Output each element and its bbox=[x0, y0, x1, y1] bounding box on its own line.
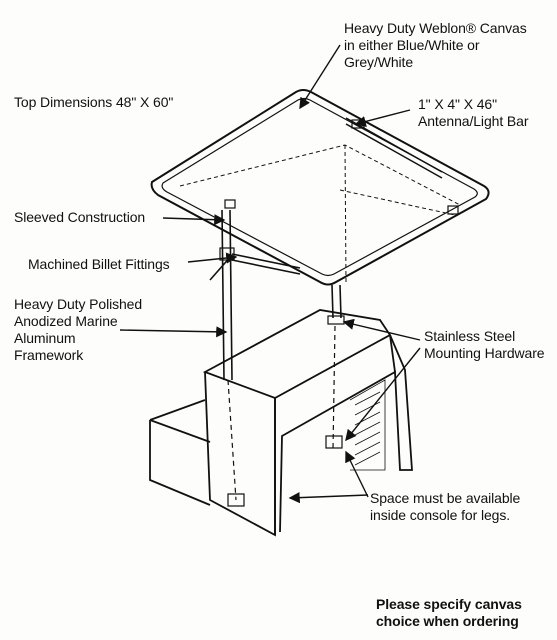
framework-line-3: Aluminum bbox=[14, 330, 76, 346]
top-dimensions-label: Top Dimensions 48" X 60" bbox=[14, 94, 174, 110]
leader-lines bbox=[119, 44, 421, 504]
framework-line-4: Framework bbox=[14, 347, 84, 363]
ordering-note-line-1: Please specify canvas bbox=[376, 596, 522, 612]
canvas-callout-line-3: Grey/White bbox=[344, 54, 414, 70]
hardware-line-1: Stainless Steel bbox=[424, 328, 516, 344]
hardware-line-2: Mounting Hardware bbox=[424, 345, 545, 361]
framework-line-1: Heavy Duty Polished bbox=[14, 296, 143, 312]
antenna-bar-callout: 1" X 4" X 46" Antenna/Light Bar bbox=[418, 96, 528, 130]
antenna-light-bar bbox=[345, 117, 443, 179]
framework-line-2: Anodized Marine bbox=[14, 313, 118, 329]
ordering-note-line-2: choice when ordering bbox=[376, 613, 519, 629]
canvas-callout-line-1: Heavy Duty Weblon® Canvas bbox=[344, 20, 527, 36]
billet-fittings-label: Machined Billet Fittings bbox=[28, 256, 170, 272]
space-line-1: Space must be available bbox=[370, 490, 521, 506]
space-callout: Space must be available inside console f… bbox=[370, 490, 520, 524]
canvas-callout: Heavy Duty Weblon® Canvas in either Blue… bbox=[344, 20, 527, 71]
mounting-hardware-callout: Stainless Steel Mounting Hardware bbox=[424, 328, 545, 362]
console bbox=[149, 309, 413, 537]
antenna-bar-label: Antenna/Light Bar bbox=[418, 113, 529, 129]
antenna-bar-size: 1" X 4" X 46" bbox=[418, 96, 497, 112]
canvas-callout-line-2: in either Blue/White or bbox=[344, 37, 480, 53]
space-line-2: inside console for legs. bbox=[370, 507, 511, 523]
sleeved-construction-label: Sleeved Construction bbox=[14, 209, 146, 225]
framework-callout: Heavy Duty Polished Anodized Marine Alum… bbox=[14, 296, 142, 364]
ordering-note: Please specify canvas choice when orderi… bbox=[376, 596, 522, 630]
